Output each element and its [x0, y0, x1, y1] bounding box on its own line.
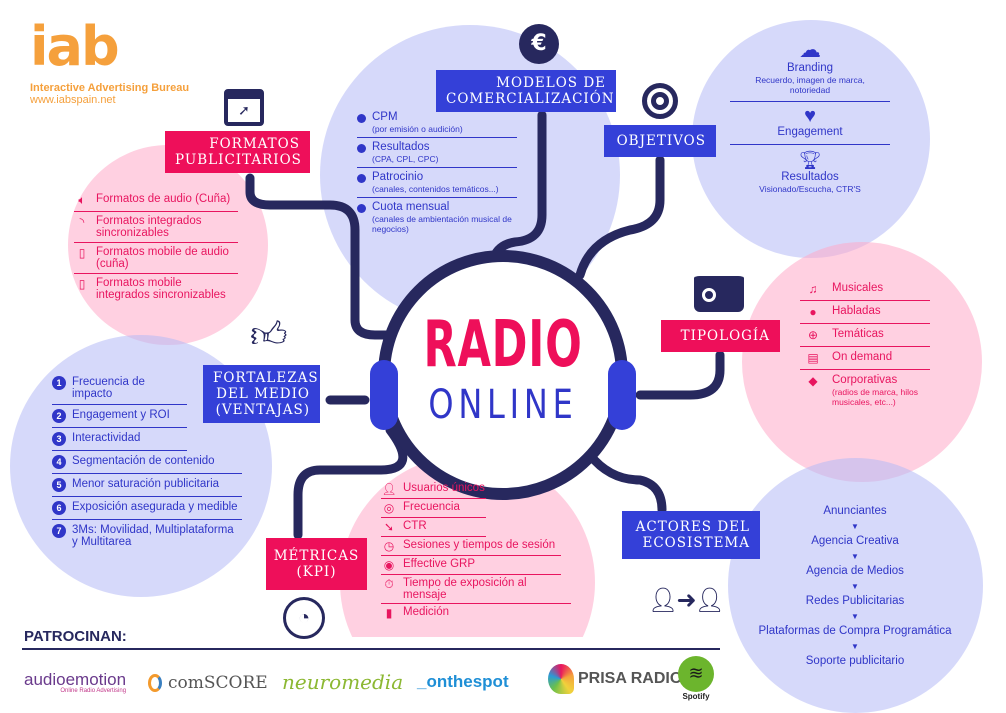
list-item: Patrocinio(canales, contenidos temáticos…	[357, 168, 517, 198]
list-item: 👤︎Usuarios únicos	[381, 480, 486, 499]
title-online: ONLINE	[428, 382, 578, 428]
list-item: CPM(por emisión o audición)	[357, 108, 517, 138]
formatos-title: FORMATOS PUBLICITARIOS	[165, 131, 310, 173]
tipologia-title: TIPOLOGÍA	[661, 320, 780, 352]
list-item: Agencia Creativa	[811, 535, 899, 547]
actores-circle	[728, 458, 983, 713]
sponsors-title: PATROCINAN:	[24, 628, 127, 645]
fortalezas-title: FORTALEZAS DEL MEDIO (VENTAJAS)	[203, 365, 320, 423]
logo-spotify[interactable]: ≋ Spotify	[676, 656, 716, 701]
objetivos-circle	[692, 20, 930, 258]
clipboard-icon: ▤	[807, 351, 819, 365]
list-item: ◎Frecuencia	[381, 499, 486, 518]
list-item: ▮Medición	[381, 604, 571, 622]
logo-onthespot[interactable]: _onthespot	[417, 672, 509, 691]
iab-url[interactable]: www.iabspain.net	[30, 94, 116, 106]
list-item: Agencia de Medios	[806, 565, 904, 577]
list-item: Resultados(CPA, CPL, CPC)	[357, 138, 517, 168]
list-item: ●Habladas	[800, 301, 930, 324]
list-item: Redes Publicitarias	[805, 595, 905, 607]
metricas-title: MÉTRICAS (KPI)	[266, 538, 367, 590]
globe-icon: ⊕	[807, 328, 819, 342]
euro-icon: €	[519, 24, 559, 64]
trophy-icon: 🏆︎	[798, 150, 822, 170]
cursor-icon: ➘	[383, 520, 395, 534]
speech-bubble-icon: ●	[809, 305, 817, 319]
formatos-circle	[68, 145, 268, 345]
list-item: ◆Corporativas(radios de marca, hilos mus…	[800, 370, 930, 411]
list-item: Soporte publicitario	[805, 655, 905, 667]
modelos-title: MODELOS DE COMERCIALIZACIÓN	[436, 70, 616, 112]
modelos-list: CPM(por emisión o audición) Resultados(C…	[357, 108, 517, 237]
tag-icon: ◆	[808, 374, 818, 388]
cloud-icon: ☁︎	[799, 37, 821, 62]
comscore-mark-icon	[148, 674, 162, 692]
headphones-graphic: RADIO ONLINE	[370, 250, 636, 500]
list-item: Cuota mensual(canales de ambientación mu…	[357, 198, 517, 237]
iab-logo: iab Interactive Advertising Bureau www.i…	[30, 15, 190, 107]
list-item: ▯Formatos mobile integrados sincronizabl…	[74, 274, 238, 304]
list-item: 🔈︎Formatos de audio (Cuña)	[74, 190, 238, 212]
search-cursor-icon: ◉	[383, 558, 395, 572]
list-item: ♥Engagement	[730, 102, 890, 145]
speaker-icon: 🔈︎	[78, 193, 86, 207]
list-item: Plataformas de Compra Programática	[758, 625, 952, 637]
list-item: ⏱︎Tiempo de exposición al mensaje	[381, 575, 571, 604]
bar-chart-icon: ▮	[385, 606, 393, 620]
target-icon	[642, 83, 678, 119]
logo-comscore[interactable]: comSCORE	[148, 673, 268, 693]
list-item: ◝Formatos integrados sincronizables	[74, 212, 238, 243]
tipologia-list: ♫Musicales ●Habladas ⊕Temáticas ▤On dema…	[800, 278, 930, 411]
list-item: ◷Sesiones y tiempos de sesión	[381, 537, 561, 556]
actores-title: ACTORES DEL ECOSISTEMA	[622, 511, 760, 559]
user-transfer-icon: 👤︎➜👤︎	[648, 587, 725, 614]
list-item: ◉Effective GRP	[381, 556, 561, 575]
stopwatch-icon: ⏱︎	[384, 577, 394, 591]
antenna-icon: ◎	[383, 501, 395, 515]
prisa-mark-icon	[548, 664, 574, 694]
actores-list: Anunciantes▼ Agencia Creativa▼ Agencia d…	[745, 504, 965, 669]
music-icon: ♫	[808, 282, 818, 296]
objetivos-title: OBJETIVOS	[604, 125, 716, 157]
gauge-icon: ◔	[283, 597, 325, 639]
formatos-list: 🔈︎Formatos de audio (Cuña) ◝Formatos int…	[74, 190, 238, 304]
radio-icon	[694, 272, 744, 312]
list-item: ➘CTR	[381, 518, 486, 537]
logo-audioemotion[interactable]: audioemotion Online Radio Advertising	[24, 670, 127, 694]
logo-neuromedia[interactable]: neuromedia	[282, 670, 404, 694]
mobile-rss-icon: ▯	[78, 277, 86, 291]
mobile-speaker-icon: ▯	[78, 246, 86, 260]
metricas-list: 👤︎Usuarios únicos ◎Frecuencia ➘CTR ◷Sesi…	[381, 480, 571, 622]
list-item: ♫Musicales	[800, 278, 930, 301]
heart-icon: ♥	[804, 105, 816, 127]
rss-icon: ◝	[79, 215, 85, 229]
thumbs-up-icon: 👍︎	[250, 314, 288, 355]
user-icon: 👤︎	[381, 482, 397, 496]
title-radio: RADIO	[423, 308, 583, 382]
browser-cursor-icon: ➚	[224, 89, 264, 126]
list-item: ⊕Temáticas	[800, 324, 930, 347]
tipologia-circle	[742, 242, 982, 482]
list-item: ▤On demand	[800, 347, 930, 370]
logo-prisa-radio[interactable]: PRISA RADIO	[548, 664, 682, 694]
spotify-icon: ≋	[678, 656, 714, 692]
list-item: ▯Formatos mobile de audio (cuña)	[74, 243, 238, 274]
clock-icon: ◷	[383, 539, 395, 553]
list-item: Anunciantes	[823, 505, 887, 517]
